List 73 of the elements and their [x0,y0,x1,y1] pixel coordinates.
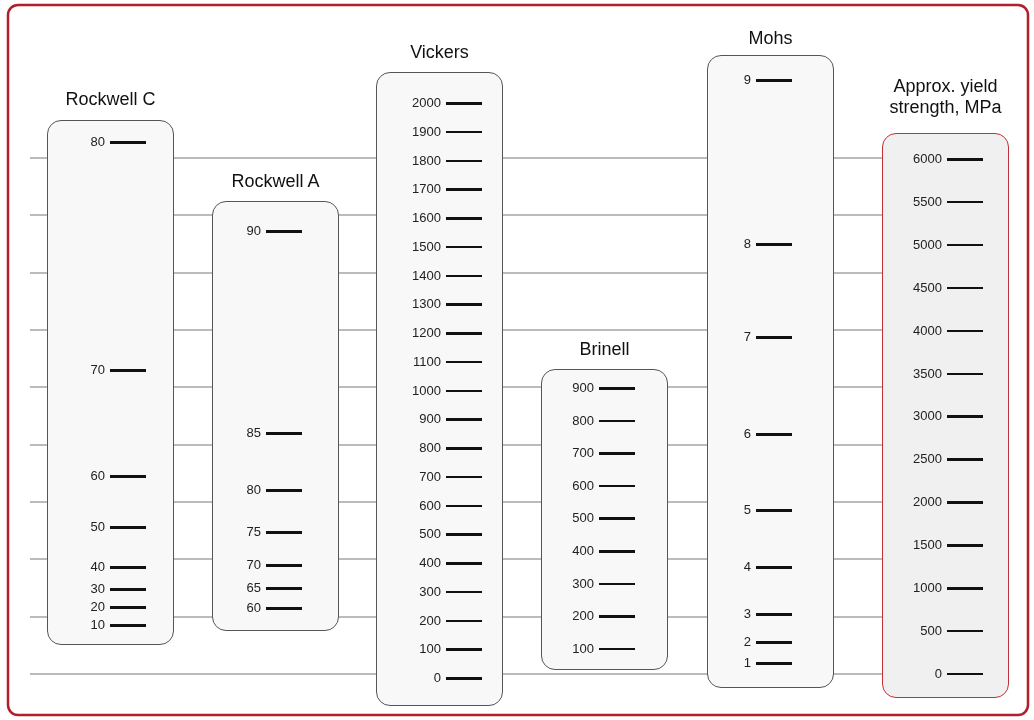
scale-value: 500 [571,510,594,527]
scale-value: 100 [418,641,441,658]
scale-value: 4500 [912,279,942,296]
scale-value: 5500 [912,193,942,210]
scale-value: 400 [571,543,594,559]
scale-value: 4 [742,559,751,575]
scale-value: 0 [432,670,441,686]
scale-heading: Rockwell C [64,89,157,110]
scale-value: 800 [571,412,594,429]
scale-value: 1500 [912,537,942,554]
scale-value: 3500 [912,365,942,382]
scale-value: 5000 [912,236,942,253]
scale-value: 60 [245,600,261,616]
scale-value: 2500 [912,451,942,468]
scale-value: 500 [418,526,441,543]
scale-value: 80 [89,134,105,150]
scale-value: 1900 [411,123,441,140]
scale-value: 800 [418,440,441,456]
scale-value: 300 [571,575,594,592]
scale-value: 60 [89,468,105,484]
scale-value: 500 [919,622,942,639]
scale-value: 700 [418,468,441,485]
scale-value: 65 [245,580,261,596]
scale-value: 2000 [411,95,441,111]
scale-value: 4000 [912,322,942,339]
scale-value: 80 [245,482,261,498]
scale-value: 100 [571,640,594,657]
scale-heading: Vickers [409,42,470,63]
scale-heading: Brinell [578,339,631,360]
scale-value: 3000 [912,408,942,425]
scale-value: 900 [571,380,594,396]
scale-value: 600 [418,497,441,514]
scale-value: 75 [245,524,261,540]
scale-value: 1600 [411,210,441,226]
scale-value: 300 [418,583,441,600]
scale-value: 6 [742,426,751,442]
scale-value: 50 [89,519,105,535]
scale-value: 7 [742,329,751,345]
scale-value: 85 [245,425,261,441]
scale-value: 1300 [411,296,441,313]
scale-value: 30 [89,581,105,597]
scale-value: 1200 [411,325,441,341]
scale-heading: Approx. yield strength, MPa [888,76,1003,118]
scale-value: 2000 [912,494,942,511]
scale-value: 1400 [411,267,441,284]
scale-value: 700 [571,445,594,462]
scale-value: 40 [89,559,105,575]
scale-value: 9 [742,72,751,88]
scale-value: 600 [571,477,594,494]
scale-value: 1500 [411,238,441,255]
scale-value: 20 [89,599,105,615]
scale-value: 400 [418,555,441,571]
scale-value: 10 [89,617,105,633]
scale-value: 1000 [411,382,441,399]
scale-value: 70 [245,557,261,573]
scale-value: 200 [418,612,441,629]
scale-value: 1700 [411,181,441,198]
scale-value: 200 [571,608,594,625]
scale-value: 90 [245,223,261,239]
scale-value: 1 [742,655,751,671]
scale-value: 2 [742,634,751,650]
scale-value: 1800 [411,152,441,169]
scale-value: 0 [933,665,942,682]
scale-value: 1000 [912,580,942,596]
scale-heading: Rockwell A [230,171,321,192]
scale-value: 900 [418,411,441,428]
scale-value: 70 [89,362,105,378]
scale-value: 1100 [412,353,441,370]
scale-heading: Mohs [747,28,794,49]
scale-value: 8 [742,236,751,252]
scale-value: 6000 [912,151,942,167]
scale-value: 5 [742,502,751,518]
scale-value: 3 [742,606,751,622]
